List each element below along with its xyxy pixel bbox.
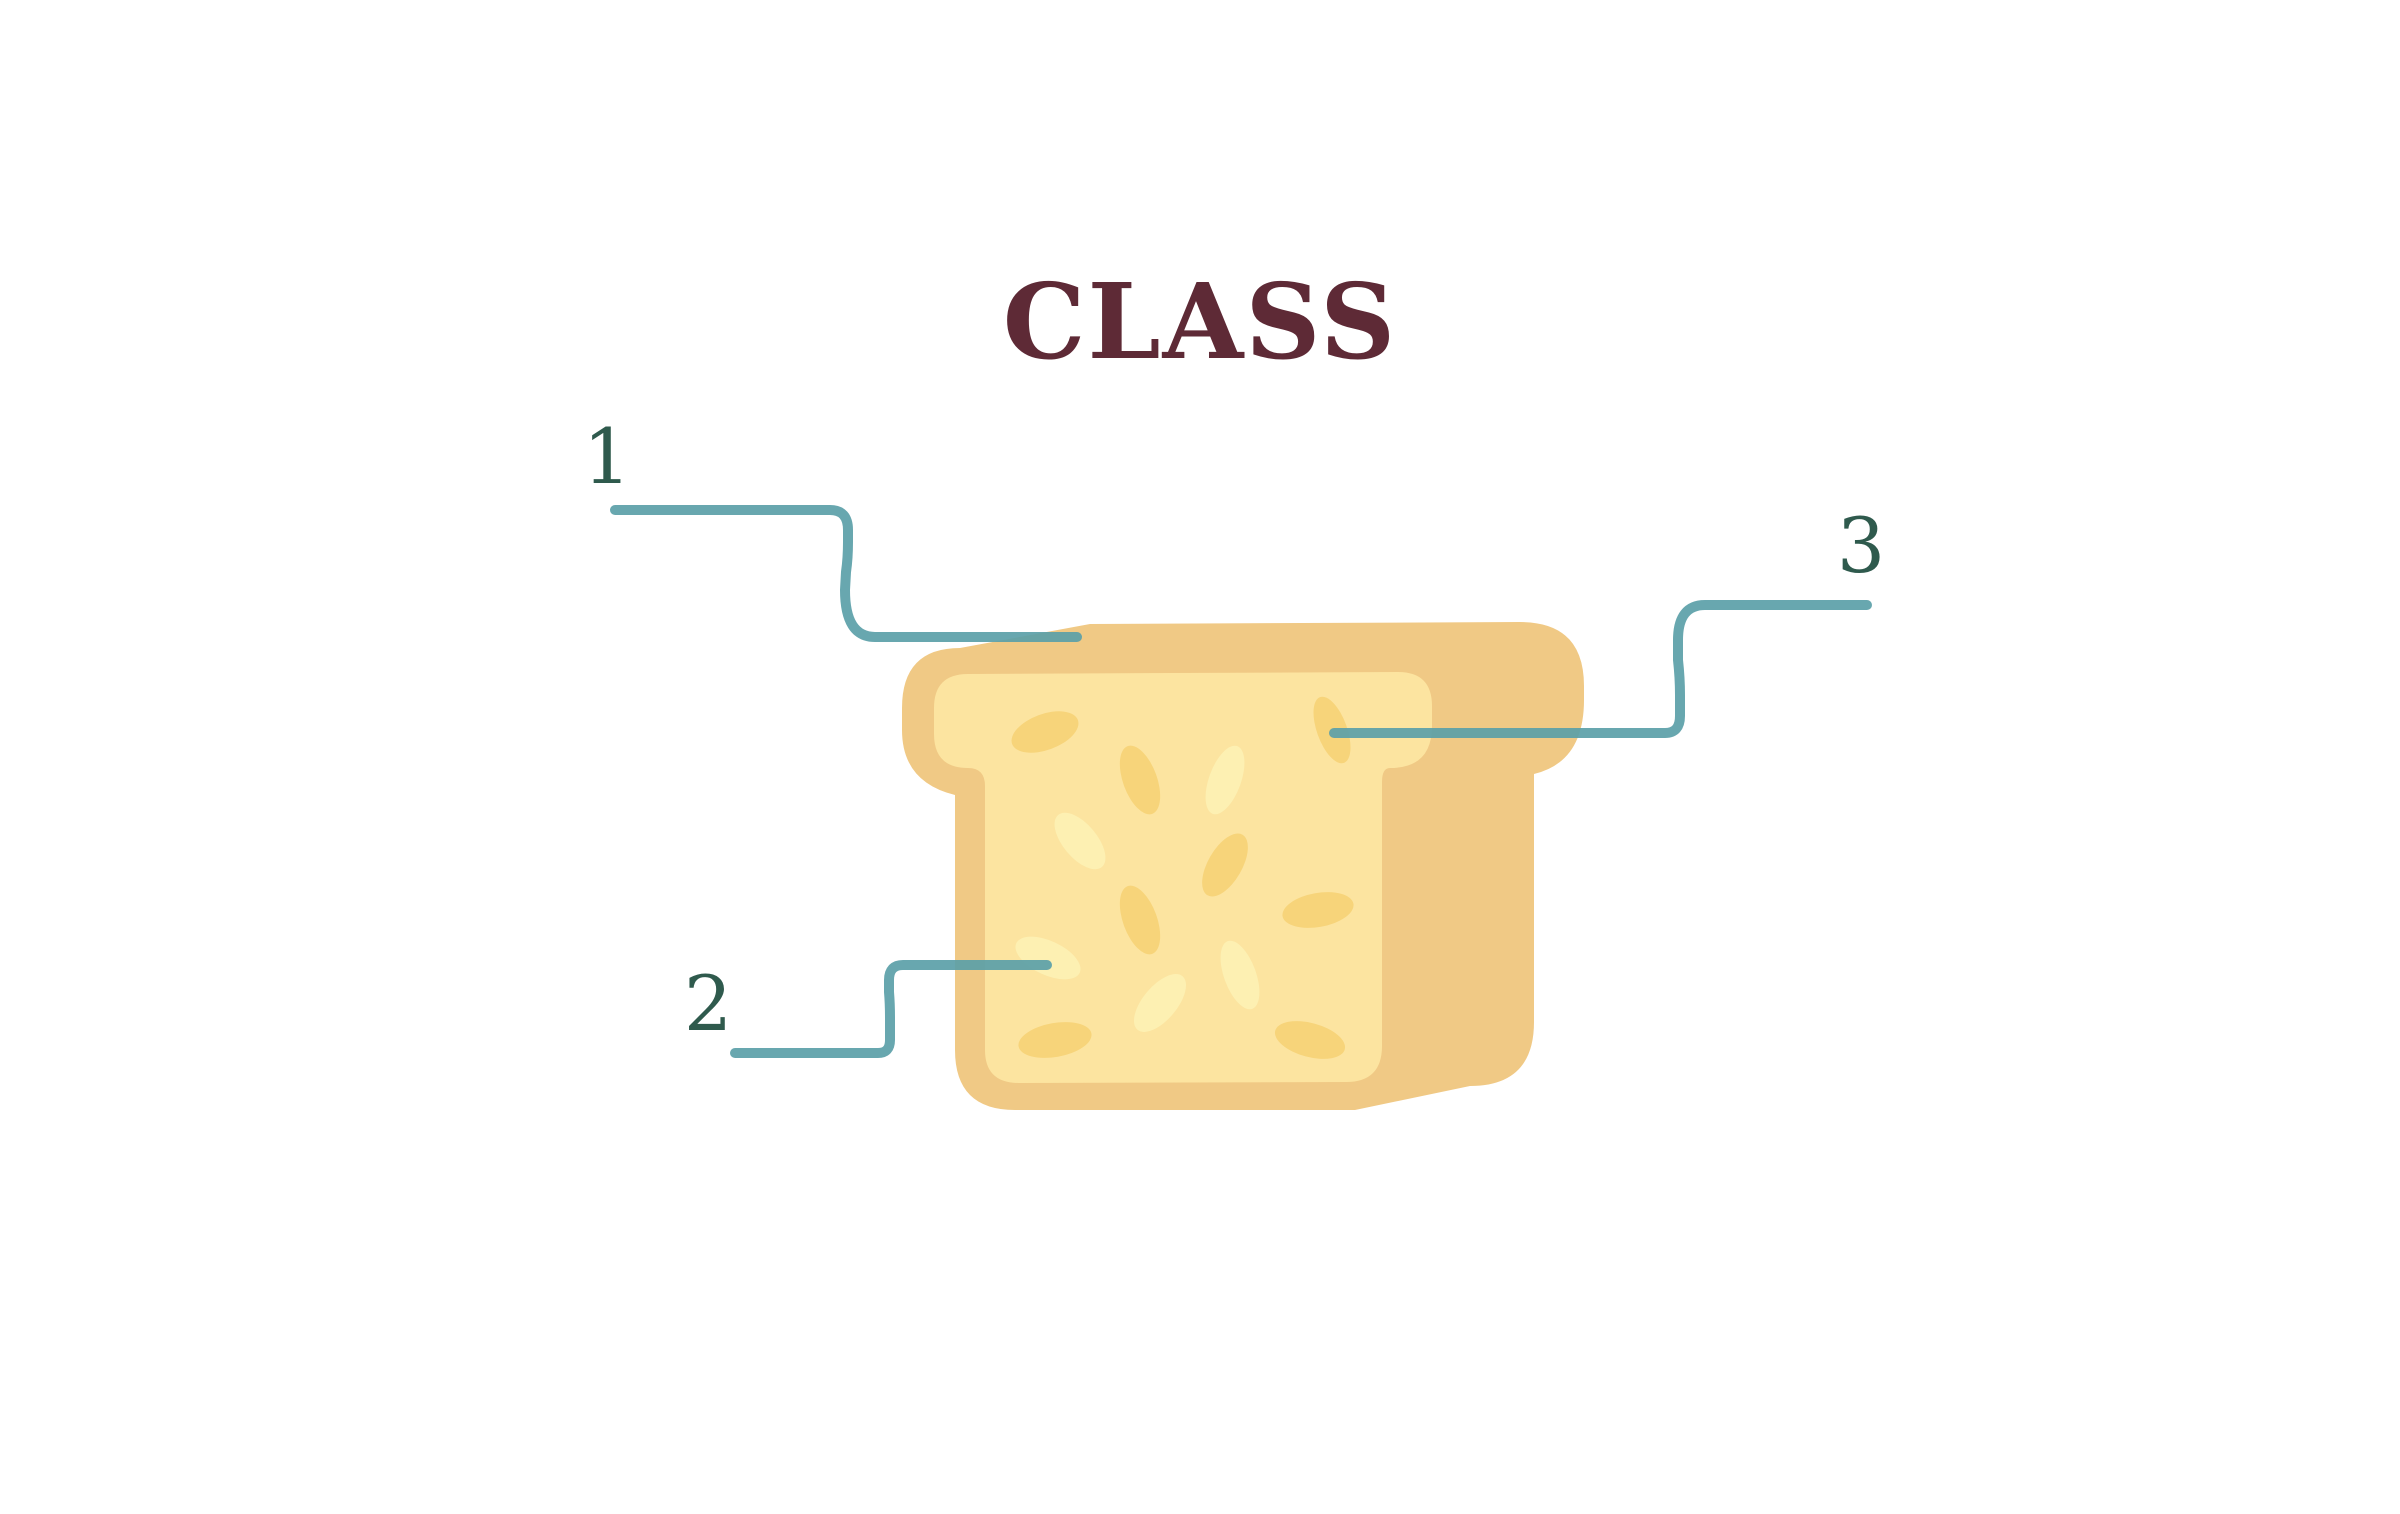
seed-icon [1282,892,1354,928]
seed-icon [1274,1021,1346,1059]
diagram-title: CLASS [1003,260,1398,383]
bread-crumb [934,672,1432,1083]
seed-icon [1134,974,1186,1032]
bread-slice-icon [902,622,1584,1110]
leader-line-3 [1329,600,1872,738]
leader-line-2 [730,960,1052,1058]
seed-icon [1015,936,1081,980]
callout-number-2: 2 [684,959,732,1048]
leader-line-1 [610,505,1082,642]
callout-number-3: 3 [1837,501,1885,590]
seed-icon [1220,940,1260,1010]
seed-icon [1018,1022,1092,1058]
seed-icon [1011,711,1079,753]
callout-number-1: 1 [583,412,631,501]
seed-icon [1119,885,1161,955]
seed-icon-group [1011,696,1354,1059]
seed-icon [1119,745,1161,815]
seed-icon [1202,833,1248,897]
seed-icon [1205,745,1245,815]
seed-icon [1054,812,1106,870]
